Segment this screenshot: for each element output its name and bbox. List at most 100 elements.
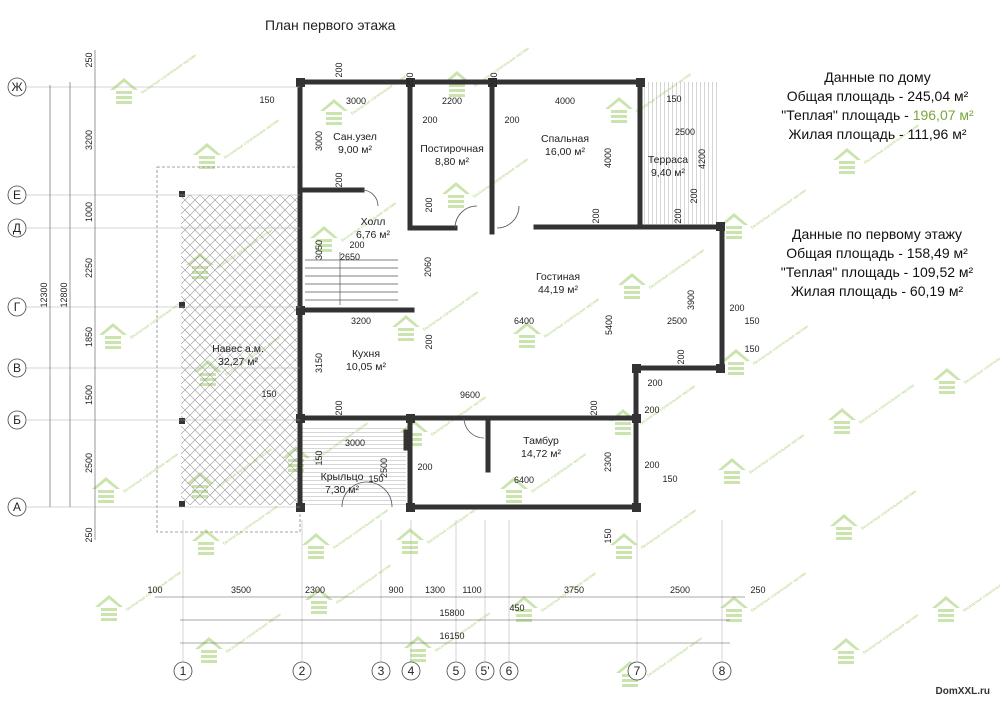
watermark-logo-icon: Бесплатные строительные чертежи <box>720 571 807 622</box>
bottom-dimension: 1300 <box>425 585 445 595</box>
inner-dimension: 200 <box>729 303 744 313</box>
watermark-logo-icon: Бесплатные строительные чертежи <box>932 571 1000 622</box>
terrace-deck <box>644 82 719 224</box>
house-warm-area: "Теплая" площадь - 196,07 м² <box>781 107 974 123</box>
left-dimension: 250 <box>84 52 94 67</box>
inner-dimension: 3200 <box>351 316 371 326</box>
left-total-dimension: 12800 <box>59 282 69 307</box>
inner-dimension: 150 <box>314 450 324 465</box>
room-area-living: 44,19 м² <box>538 284 578 296</box>
row-axis-label: Б <box>13 413 21 427</box>
watermark-logo-icon: Бесплатные строительные чертежи <box>610 508 697 559</box>
watermark-logo-icon: Бесплатные строительные чертежи <box>722 324 809 375</box>
axis-grid <box>7 77 732 681</box>
inner-dimension: 2500 <box>379 458 389 478</box>
inner-dimension: 6400 <box>514 316 534 326</box>
inner-dimension: 150 <box>603 528 613 543</box>
watermark-text: Бесплатные строительные чертежи <box>222 504 279 546</box>
watermark-text: Бесплатные строительные чертежи <box>129 298 186 340</box>
inner-dimension: 200 <box>422 115 437 125</box>
watermark-text: Бесплатные строительные чертежи <box>646 636 703 678</box>
house-data-heading: Данные по дому <box>824 69 931 85</box>
bottom-total-dimension: 15800 <box>439 608 464 618</box>
watermark-logo-icon: Бесплатные строительные чертежи <box>392 290 479 341</box>
inner-dimension: 150 <box>259 95 274 105</box>
inner-dimension: 3050 <box>314 240 324 260</box>
dimension-lines <box>49 50 745 644</box>
inner-dimension: 3000 <box>314 131 324 151</box>
watermark-logo-icon: Бесплатные строительные чертежи <box>302 508 389 559</box>
left-total-dimension: 12300 <box>39 282 49 307</box>
inner-dimension: 200 <box>424 334 434 349</box>
inner-dimension: 4200 <box>697 149 707 169</box>
inner-dimension: 150 <box>744 344 759 354</box>
inner-dimension: 4000 <box>555 96 575 106</box>
left-dimension: 1850 <box>84 327 94 347</box>
watermark-logo-icon: Бесплатные строительные чертежи <box>110 53 197 104</box>
room-name-hall: Холл <box>361 216 386 228</box>
inner-dimension: 200 <box>589 400 599 415</box>
watermark-text: Бесплатные строительные чертежи <box>648 248 705 290</box>
house-total-area: Общая площадь - 245,04 м² <box>786 88 969 104</box>
row-axis-label: Г <box>14 300 21 314</box>
room-area-vestibule: 14,72 м² <box>521 448 561 460</box>
left-dimension: 2250 <box>84 258 94 278</box>
room-name-living: Гостиная <box>536 271 580 283</box>
house-data-panel: Данные по дому Общая площадь - 245,04 м²… <box>770 68 985 144</box>
watermark-logo-icon: Бесплатные строительные чертежи <box>718 433 805 484</box>
bottom-dimension: 900 <box>388 585 403 595</box>
left-dimension: 2500 <box>84 453 94 473</box>
row-axis-label: А <box>13 500 21 514</box>
stairs <box>305 252 398 305</box>
row-axis-label: Е <box>13 188 21 202</box>
watermark-text: Бесплатные строительные чертежи <box>963 343 1000 385</box>
col-axis-label: 5 <box>453 664 460 678</box>
room-area-bedroom: 16,00 м² <box>545 146 585 158</box>
watermark-text: Бесплатные строительные чертежи <box>472 157 529 199</box>
floor-data-panel: Данные по первому этажу Общая площадь - … <box>762 225 992 301</box>
room-area-canopy: 32,27 м² <box>218 356 258 368</box>
room-area-terrace: 9,40 м² <box>651 167 686 179</box>
bottom-dimension: 450 <box>509 603 524 613</box>
plan-title: План первого этажа <box>265 17 396 33</box>
room-area-kitchen: 10,05 м² <box>346 361 386 373</box>
inner-dimension: 2500 <box>667 316 687 326</box>
watermark-logo-icon: Бесплатные строительные чертежи <box>192 504 279 555</box>
watermark-text: Бесплатные строительные чертежи <box>748 433 805 475</box>
watermark-logo-icon: Бесплатные строительные чертежи <box>933 343 1000 394</box>
inner-dimension: 200 <box>489 72 499 87</box>
watermark-logo-icon: Бесплатные строительные чертежи <box>99 298 186 349</box>
bottom-dimension: 2500 <box>670 585 690 595</box>
door-swings <box>341 189 520 508</box>
left-dimension: 3200 <box>84 130 94 150</box>
col-axis-label: 1 <box>180 664 187 678</box>
room-area-hall: 6,76 м² <box>356 229 391 241</box>
inner-dimension: 150 <box>261 389 276 399</box>
room-name-porch: Крыльцо <box>321 471 364 483</box>
watermark-logo-icon: Бесплатные строительные чертежи <box>832 613 919 664</box>
inner-dimension: 3000 <box>345 438 365 448</box>
inner-dimension: 200 <box>591 208 601 223</box>
canopy-area <box>156 166 301 533</box>
inner-dimension: 2060 <box>423 257 433 277</box>
watermark-text: Бесплатные строительные чертежи <box>862 613 919 655</box>
row-axis-label: В <box>13 361 21 375</box>
room-area-bathroom: 9,00 м² <box>338 144 373 156</box>
inner-dimension: 4000 <box>603 148 613 168</box>
col-axis-label: 6 <box>506 664 513 678</box>
inner-dimension: 200 <box>417 462 432 472</box>
room-name-bedroom: Спальная <box>541 133 589 145</box>
floor-data-heading: Данные по первому этажу <box>791 226 963 242</box>
inner-dimension: 2200 <box>442 96 462 106</box>
inner-dimension: 150 <box>666 94 681 104</box>
watermark-text: Бесплатные строительные чертежи <box>543 297 600 339</box>
col-axis-label: 8 <box>719 664 726 678</box>
watermark-logo-icon: Бесплатные строительные чертежи <box>510 571 597 622</box>
watermark-logo-icon: Бесплатные строительные чертежи <box>92 452 179 503</box>
bottom-dimension: 3750 <box>564 585 584 595</box>
inner-dimension: 200 <box>334 172 344 187</box>
brand-label: DomXXL.ru <box>935 686 990 697</box>
inner-dimension: 2500 <box>675 127 695 137</box>
inner-dimension: 3000 <box>346 96 366 106</box>
room-area-laundry: 8,80 м² <box>435 156 470 168</box>
